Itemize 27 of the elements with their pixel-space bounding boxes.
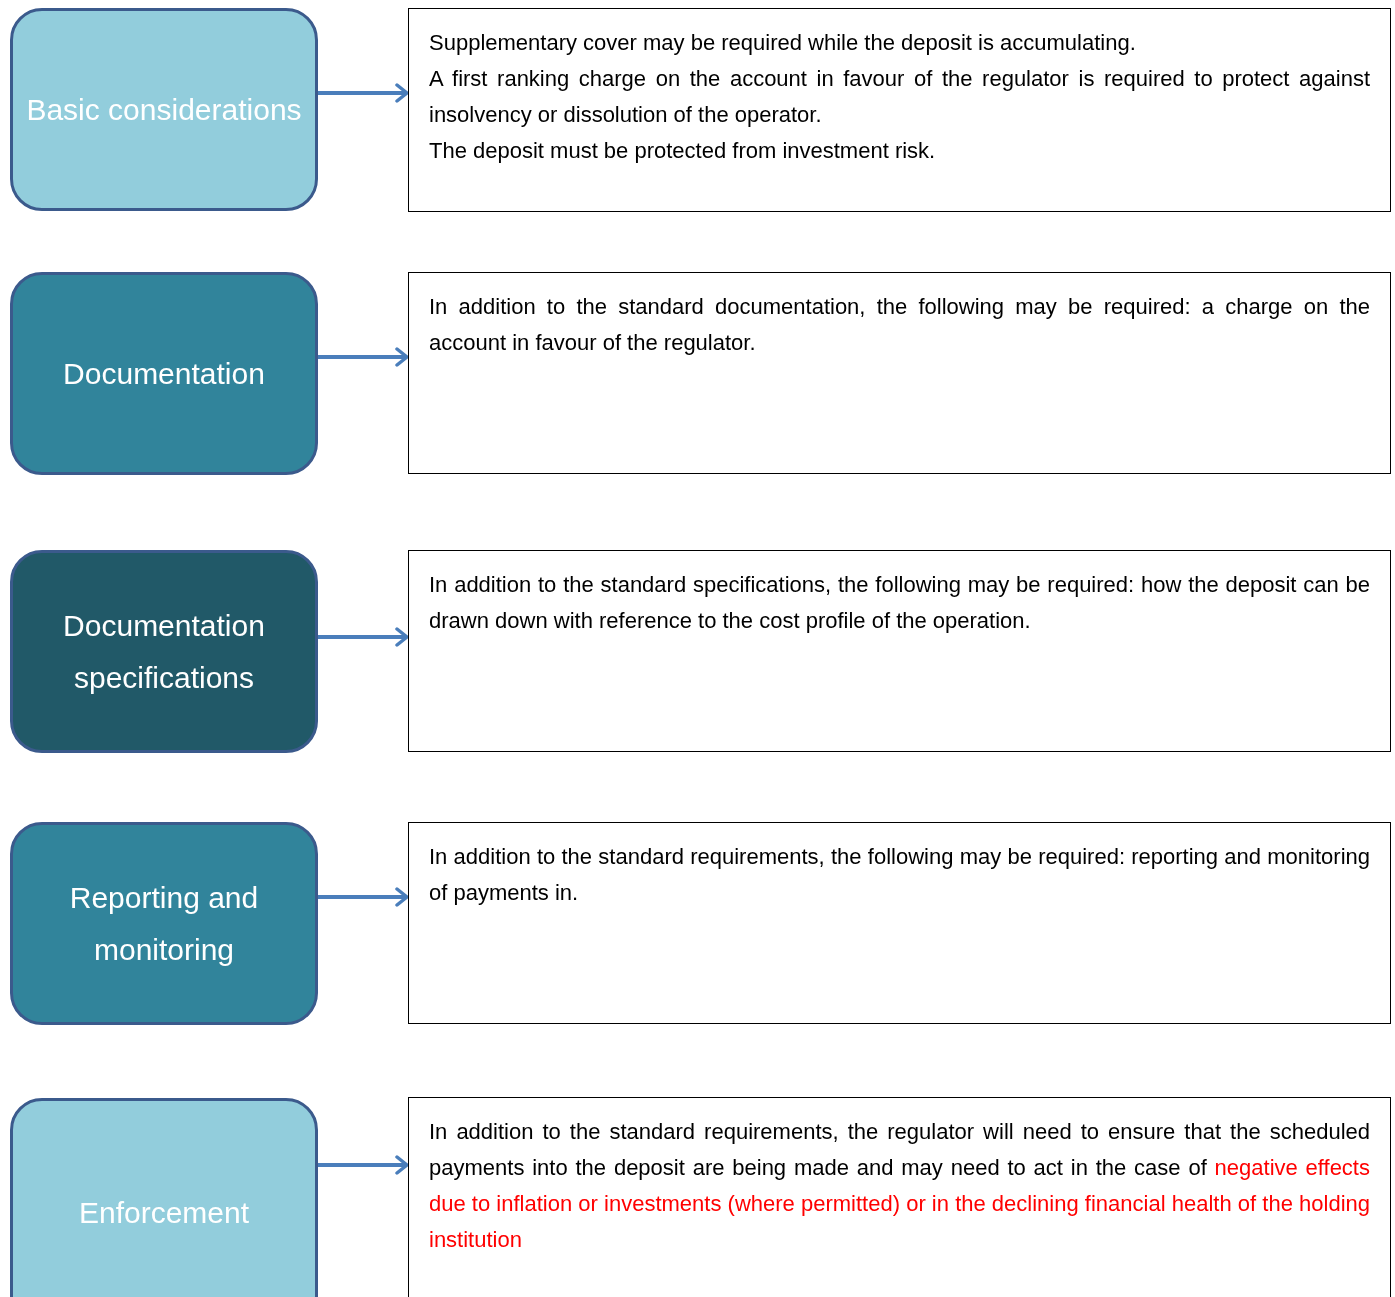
step-label: Enforcement bbox=[78, 1195, 250, 1231]
step-label: Basic considerations bbox=[26, 91, 302, 128]
description-box bbox=[408, 1097, 1391, 1297]
step-box bbox=[10, 1098, 318, 1297]
step-box bbox=[10, 272, 318, 475]
step-label: Reporting and monitoring bbox=[68, 879, 260, 968]
description-text: In addition to the standard documentation, the following may be required: a charge on the account in favour of the regulator. bbox=[429, 293, 1370, 357]
step-box bbox=[10, 8, 318, 211]
description-box bbox=[408, 822, 1391, 1024]
description-text: A first ranking charge on the account in favour of the regulator is required to protect against insolvency or dissolution of the operator. bbox=[429, 65, 1370, 129]
step-label: Documentation specifications bbox=[62, 607, 266, 696]
description-box bbox=[408, 8, 1391, 212]
step-label: Documentation bbox=[63, 355, 265, 392]
step-box bbox=[10, 822, 318, 1025]
description-text: In addition to the standard requirements, the regulator will need to ensure that the scheduled payments into the deposit are being made and may need to act in the case of negative effects due to inflation or investments (where permitted) or in the declining financial health of the holding institution bbox=[429, 1118, 1370, 1254]
arrow bbox=[318, 887, 409, 907]
arrow bbox=[318, 1155, 409, 1175]
description-text: In addition to the standard requirements, the following may be required: reporting and monitoring of payments in. bbox=[429, 843, 1370, 907]
arrow bbox=[318, 347, 409, 367]
description-text: In addition to the standard specifications, the following may be required: how the deposit can be drawn down with reference to the cost profile of the operation. bbox=[429, 571, 1370, 635]
description-text: Supplementary cover may be required while the deposit is accumulating. bbox=[429, 29, 1137, 57]
arrow bbox=[318, 627, 409, 647]
step-box bbox=[10, 550, 318, 753]
arrow bbox=[318, 83, 409, 103]
description-box bbox=[408, 272, 1391, 474]
description-text: The deposit must be protected from investment risk. bbox=[429, 137, 937, 165]
description-box bbox=[408, 550, 1391, 752]
